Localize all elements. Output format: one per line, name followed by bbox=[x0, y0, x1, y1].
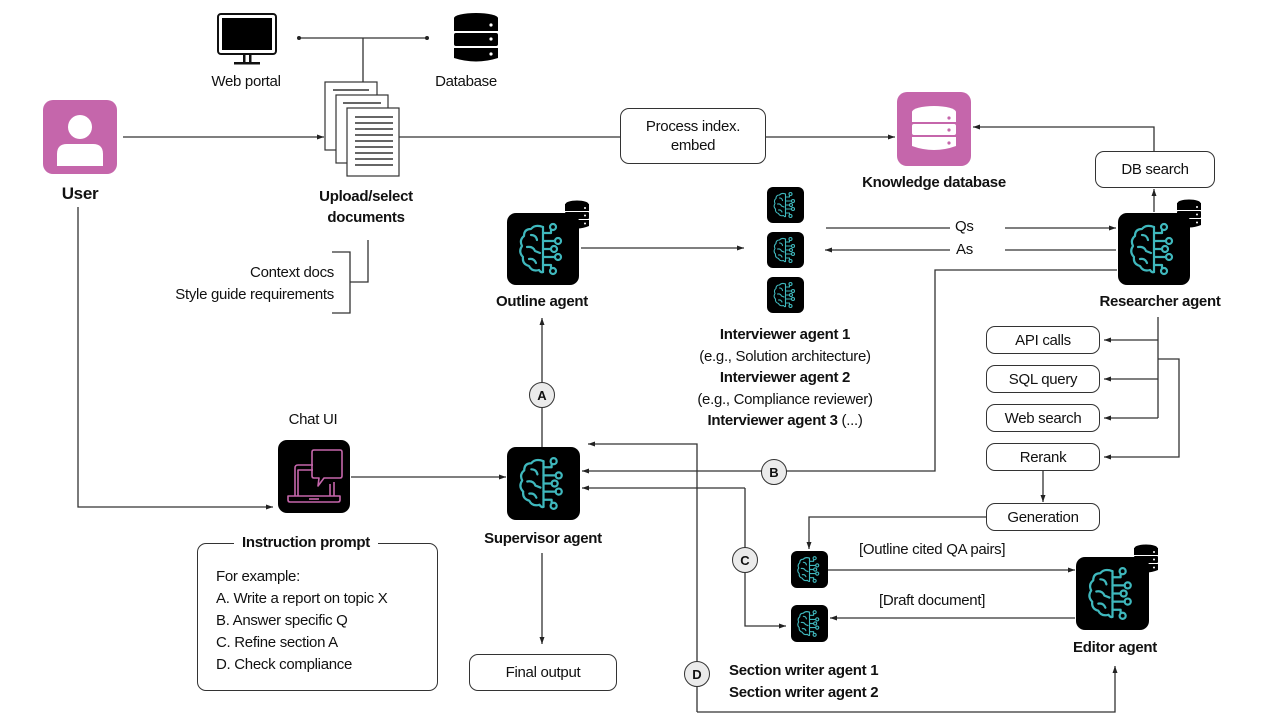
web-portal-label: Web portal bbox=[211, 73, 281, 90]
generation-label: Generation bbox=[1007, 508, 1079, 526]
process-line1: Process index. bbox=[645, 118, 741, 135]
doc-bracket-labels: Context docs Style guide requirements bbox=[140, 262, 334, 306]
section-writer-labels: Section writer agent 1 Section writer ag… bbox=[729, 660, 879, 704]
chat-ui-tile[interactable] bbox=[278, 440, 350, 513]
brain-circuit-icon bbox=[797, 556, 820, 583]
database-icon bbox=[452, 12, 500, 64]
section-writer-agent-2-label: Section writer agent 2 bbox=[729, 684, 879, 701]
badge-c: C bbox=[732, 547, 758, 573]
documents-label-line2: documents bbox=[327, 209, 405, 226]
interviewer-agent-1-label: Interviewer agent 1 bbox=[719, 326, 851, 343]
final-output-box[interactable]: Final output bbox=[469, 654, 617, 691]
d-to-editor-arrow bbox=[697, 666, 1118, 713]
interviewer-agents-description: Interviewer agent 1 (e.g., Solution arch… bbox=[680, 324, 890, 432]
laptop-chat-icon bbox=[287, 449, 343, 503]
db-search-box[interactable]: DB search bbox=[1095, 151, 1215, 188]
database-label: Database bbox=[435, 73, 497, 90]
context-docs-label: Context docs bbox=[250, 264, 334, 281]
api-calls-box[interactable]: API calls bbox=[986, 326, 1100, 354]
supervisor-agent-tile[interactable] bbox=[507, 447, 580, 520]
to-rerank-arrow bbox=[1104, 358, 1180, 460]
brain-circuit-icon bbox=[773, 236, 796, 264]
api-calls-label: API calls bbox=[1015, 331, 1071, 349]
instruction-prompt-lines: For example: A. Write a report on topic … bbox=[216, 566, 388, 676]
interviewer-agent-3-example: (...) bbox=[837, 412, 863, 429]
interviewer-agent-1-tile[interactable] bbox=[767, 187, 804, 223]
database-icon bbox=[1176, 198, 1202, 228]
interviewer-agent-3-tile[interactable] bbox=[767, 277, 804, 313]
user-icon bbox=[57, 115, 103, 166]
draft-document-label: [Draft document] bbox=[879, 592, 986, 609]
brain-circuit-icon bbox=[519, 457, 563, 510]
outline-cited-qa-label: [Outline cited QA pairs] bbox=[859, 541, 1006, 558]
documents-label: Upload/select documents bbox=[296, 186, 436, 228]
outline-agent-db-icon bbox=[563, 199, 591, 231]
user-to-chat-arrow bbox=[77, 207, 273, 510]
generation-to-writer-arrow bbox=[806, 516, 986, 549]
interviewer-agent-2-tile[interactable] bbox=[767, 232, 804, 268]
sql-query-label: SQL query bbox=[1008, 370, 1078, 388]
c-loop-to-writer2-arrow bbox=[744, 488, 786, 629]
prompt-line: C. Refine section A bbox=[216, 634, 338, 651]
database-icon bbox=[564, 199, 590, 229]
as-label: As bbox=[956, 241, 973, 258]
prompt-line: A. Write a report on topic X bbox=[216, 590, 388, 607]
section-writer-agent-2-tile[interactable] bbox=[791, 605, 828, 642]
brain-circuit-icon bbox=[1130, 222, 1174, 276]
outline-agent-label: Outline agent bbox=[496, 293, 588, 310]
chat-ui-label: Chat UI bbox=[288, 411, 338, 428]
knowledge-database-label: Knowledge database bbox=[862, 174, 1006, 191]
interviewer-agent-2-example: (e.g., Compliance reviewer) bbox=[697, 390, 873, 408]
web-search-label: Web search bbox=[1004, 409, 1082, 427]
doc-bracket bbox=[332, 251, 351, 314]
badge-b: B bbox=[761, 459, 787, 485]
researcher-to-supervisor-b bbox=[582, 269, 1117, 474]
user-tile[interactable] bbox=[43, 100, 117, 174]
generation-box[interactable]: Generation bbox=[986, 503, 1100, 531]
brain-circuit-icon bbox=[1088, 567, 1132, 620]
section-writer-agent-1-label: Section writer agent 1 bbox=[729, 662, 879, 679]
process-index-embed-box[interactable]: Process index. embed bbox=[620, 108, 766, 164]
editor-agent-db-icon bbox=[1132, 543, 1160, 575]
section-writer-agent-1-tile[interactable] bbox=[791, 551, 828, 588]
documents-icon[interactable] bbox=[323, 80, 401, 180]
instruction-prompt-title: Instruction prompt bbox=[234, 534, 378, 551]
interviewer-agent-1-example: (e.g., Solution architecture) bbox=[699, 347, 871, 365]
brain-circuit-icon bbox=[519, 222, 563, 276]
db-search-label: DB search bbox=[1121, 161, 1189, 178]
brain-circuit-icon bbox=[797, 610, 820, 637]
knowledge-database-icon bbox=[912, 106, 956, 150]
editor-agent-label: Editor agent bbox=[1073, 639, 1157, 656]
process-line2: embed bbox=[670, 137, 716, 154]
final-output-label: Final output bbox=[505, 664, 581, 681]
qs-label: Qs bbox=[955, 218, 974, 235]
interviewer-agent-3-label: Interviewer agent 3 bbox=[707, 412, 838, 429]
doc-bracket-stem bbox=[350, 240, 369, 283]
prompt-line: B. Answer specific Q bbox=[216, 612, 348, 629]
brain-circuit-icon bbox=[773, 281, 796, 309]
web-search-box[interactable]: Web search bbox=[986, 404, 1100, 432]
documents-label-line1: Upload/select bbox=[319, 188, 413, 205]
interviewer-agent-2-label: Interviewer agent 2 bbox=[719, 369, 851, 386]
researcher-agent-label: Researcher agent bbox=[1099, 293, 1221, 310]
prompt-line: D. Check compliance bbox=[216, 656, 353, 673]
prompt-line: For example: bbox=[216, 568, 300, 585]
interviewer-agent-3-line: Interviewer agent 3 (...) bbox=[680, 410, 890, 432]
brain-circuit-icon bbox=[773, 191, 796, 219]
user-label: User bbox=[61, 184, 99, 203]
supervisor-agent-label: Supervisor agent bbox=[484, 530, 602, 547]
badge-d: D bbox=[684, 661, 710, 687]
dbsearch-to-kdb-arrow bbox=[973, 124, 1155, 151]
d-loop-arrow bbox=[588, 441, 698, 712]
web-portal-icon bbox=[216, 12, 278, 68]
rerank-label: Rerank bbox=[1019, 448, 1067, 466]
knowledge-database-tile[interactable] bbox=[897, 92, 971, 166]
style-guide-label: Style guide requirements bbox=[175, 286, 334, 303]
database-icon bbox=[1133, 543, 1159, 573]
researcher-agent-db-icon bbox=[1175, 198, 1203, 230]
badge-a: A bbox=[529, 382, 555, 408]
sql-query-box[interactable]: SQL query bbox=[986, 365, 1100, 393]
rerank-box[interactable]: Rerank bbox=[986, 443, 1100, 471]
